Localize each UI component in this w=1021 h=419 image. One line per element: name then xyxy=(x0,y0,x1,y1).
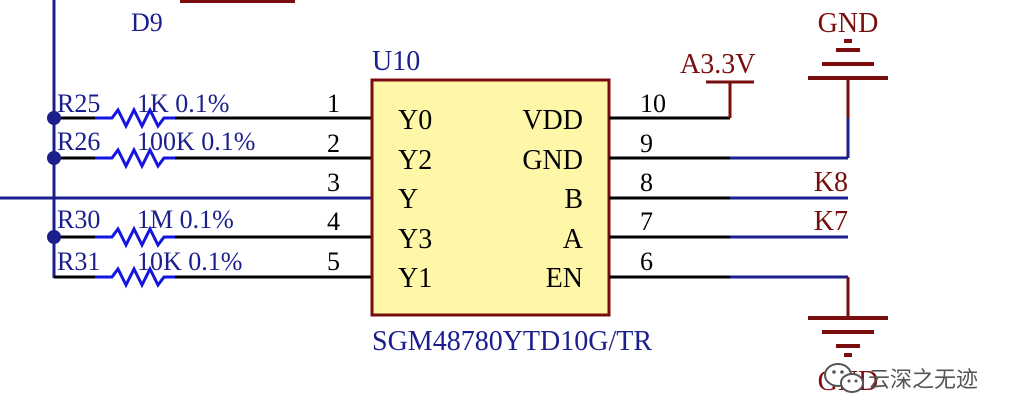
pin-name: B xyxy=(564,184,583,215)
resistor-r30 xyxy=(95,225,175,249)
ground-top-symbol xyxy=(808,39,888,118)
r31-value: 10K 0.1% xyxy=(137,247,242,276)
ic-part-number: SGM48780YTD10G/TR xyxy=(372,326,652,357)
pin-name: GND xyxy=(522,145,583,176)
pin-name: Y2 xyxy=(398,145,432,176)
junction-dot xyxy=(47,230,61,244)
ground-top-label: GND xyxy=(818,8,879,39)
pin-number: 6 xyxy=(640,247,653,276)
pin-number: 1 xyxy=(327,89,340,118)
net-label-k8: K8 xyxy=(814,167,848,198)
resistor-r25 xyxy=(95,106,175,130)
r26-designator: R26 xyxy=(57,127,100,156)
pin-name: A xyxy=(563,224,584,255)
r31-designator: R31 xyxy=(57,247,100,276)
r26-value: 100K 0.1% xyxy=(137,127,255,156)
d9-designator: D9 xyxy=(131,8,163,37)
pin-number: 7 xyxy=(640,207,653,236)
ic-body xyxy=(370,78,611,317)
r25-value: 1K 0.1% xyxy=(137,89,229,118)
pin-number: 9 xyxy=(640,129,653,158)
r30-value: 1M 0.1% xyxy=(137,205,234,234)
pin-number: 4 xyxy=(327,207,340,236)
r25-designator: R25 xyxy=(57,89,100,118)
resistor-r26 xyxy=(95,146,175,170)
net-label-k7: K7 xyxy=(814,206,848,237)
watermark: 云深之无迹 xyxy=(824,363,978,393)
ic-designator: U10 xyxy=(372,46,420,77)
ground-bottom-symbol xyxy=(808,277,888,357)
resistor-r31 xyxy=(95,265,175,289)
pin-number: 2 xyxy=(327,129,340,158)
pin-name: EN xyxy=(546,263,583,294)
pin-name: Y xyxy=(398,184,418,215)
pin-number: 8 xyxy=(640,168,653,197)
power-supply-symbol xyxy=(706,80,754,118)
pin-name: Y3 xyxy=(398,224,432,255)
pin-name: Y1 xyxy=(398,263,432,294)
junction-dot xyxy=(47,151,61,165)
pin-name: VDD xyxy=(522,105,583,136)
power-supply-label: A3.3V xyxy=(680,49,755,80)
pin-number: 5 xyxy=(327,247,340,276)
pin-number: 3 xyxy=(327,168,340,197)
junction-dot xyxy=(47,111,61,125)
pin-number: 10 xyxy=(640,89,666,118)
pin-name: Y0 xyxy=(398,105,432,136)
r30-designator: R30 xyxy=(57,205,100,234)
watermark-text: 云深之无迹 xyxy=(868,368,978,393)
wechat-icon xyxy=(824,363,864,393)
